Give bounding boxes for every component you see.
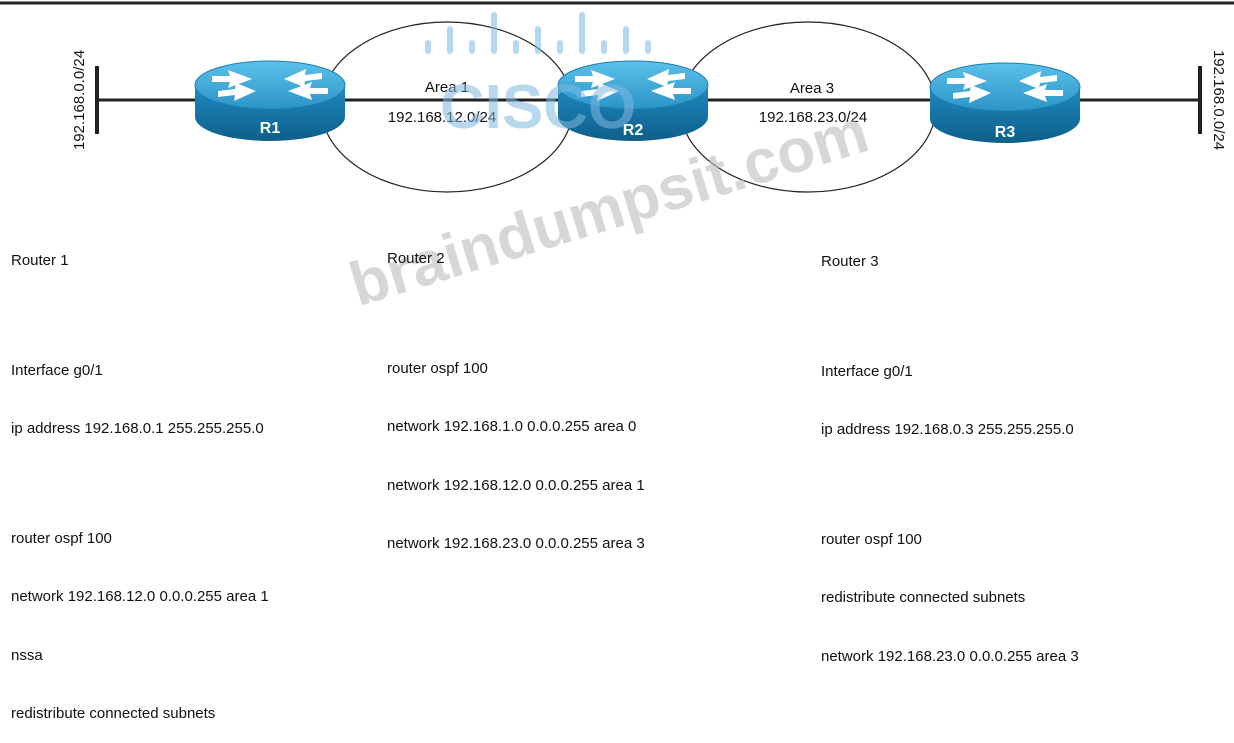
- network-topology-diagram: R1 R2 R3 Area 1 192.168.12.0/24 Area 3 1…: [0, 1, 1234, 320]
- area-3-subnet: 192.168.23.0/24: [759, 109, 867, 126]
- cisco-logo-watermark: CISCO: [425, 12, 651, 142]
- router-r3-label: R3: [995, 124, 1016, 141]
- spacer: [387, 308, 645, 320]
- cisco-logo-watermark-text: CISCO: [440, 73, 636, 142]
- spacer: [11, 478, 269, 490]
- router-r1: R1: [194, 60, 346, 142]
- router1-config: Router 1 Interface g0/1 ip address 192.1…: [11, 212, 269, 743]
- lan-left-label: 192.168.0.0/24: [71, 50, 88, 150]
- spacer: [821, 311, 1079, 323]
- router1-interface: Interface g0/1: [11, 361, 103, 379]
- router3-network: network 192.168.23.0 0.0.0.255 area 3: [821, 647, 1079, 665]
- router1-nssa: nssa: [11, 646, 43, 664]
- router3-interface: Interface g0/1: [821, 362, 913, 380]
- area-3-label: Area 3: [790, 80, 834, 97]
- router3-title: Router 3: [821, 253, 879, 270]
- router2-config: Router 2 router ospf 100 network 192.168…: [387, 210, 645, 573]
- router2-ospf: router ospf 100: [387, 359, 488, 377]
- router2-title: Router 2: [387, 250, 445, 267]
- router2-network-area3: network 192.168.23.0 0.0.0.255 area 3: [387, 535, 645, 552]
- router1-ospf: router ospf 100: [11, 529, 112, 547]
- router3-ip-address: ip address 192.168.0.3 255.255.255.0: [821, 421, 1074, 438]
- spacer: [11, 310, 269, 322]
- router-r2: R2: [557, 60, 709, 142]
- router1-ip-address: ip address 192.168.0.1 255.255.255.0: [11, 420, 264, 437]
- router1-redistribute: redistribute connected subnets: [11, 705, 216, 722]
- router3-ospf: router ospf 100: [821, 530, 922, 548]
- router1-network: network 192.168.12.0 0.0.0.255 area 1: [11, 588, 269, 605]
- area-1-subnet: 192.168.12.0/24: [388, 109, 496, 126]
- area-1-label: Area 1: [425, 79, 469, 96]
- router3-config: Router 3 Interface g0/1 ip address 192.1…: [821, 213, 1079, 686]
- router2-network-area0: network 192.168.1.0 0.0.0.255 area 0: [387, 418, 637, 435]
- router-r2-label: R2: [623, 122, 644, 139]
- router2-network-area1: network 192.168.12.0 0.0.0.255 area 1: [387, 476, 645, 494]
- router-r1-label: R1: [260, 120, 281, 137]
- lan-right-label: 192.168.0.0/24: [1210, 50, 1227, 150]
- router3-redistribute: redistribute connected subnets: [821, 589, 1026, 606]
- spacer: [821, 479, 1079, 491]
- router1-title: Router 1: [11, 252, 69, 269]
- router-r3: R3: [929, 62, 1081, 144]
